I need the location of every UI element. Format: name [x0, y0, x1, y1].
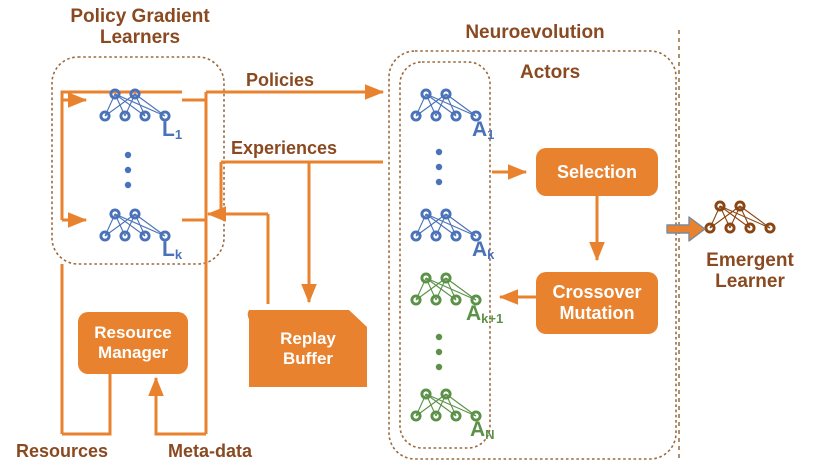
actor-k-plus-1-label: Ak+1 [466, 302, 503, 326]
policies-label: Policies [246, 70, 315, 90]
learner-k-letter: L [162, 238, 175, 261]
resources-label: Resources [16, 441, 109, 461]
learner-k-label: Lk [162, 238, 182, 262]
resources-to-rm [62, 374, 112, 436]
experiences-label: Experiences [231, 138, 338, 158]
ellipsis-actors-blue [435, 148, 443, 186]
selection-box[interactable] [536, 148, 658, 196]
actors-title: Actors [520, 62, 581, 83]
actor-k-plus-1-sub: k+1 [481, 310, 504, 326]
neuroevolution-title: Neuroevolution [465, 22, 605, 43]
resource-manager-label[interactable]: Resource Manager [94, 323, 172, 362]
actor-1-label: A1 [472, 118, 494, 142]
learner-1-label: L1 [162, 118, 182, 142]
network-actor-k [410, 208, 482, 242]
emergent-block-arrow-icon [666, 216, 706, 242]
crossover-box[interactable] [536, 272, 658, 334]
meta-data-line [148, 376, 206, 436]
selection-label[interactable]: Selection [556, 161, 638, 182]
policies-arrow [60, 90, 182, 100]
actors-container [399, 61, 491, 449]
policy-gradient-title: Policy Gradient Learners [70, 6, 210, 49]
network-actor-k-plus-1 [410, 272, 482, 306]
actor-N-label: AN [470, 418, 495, 442]
replay-buffer-box[interactable] [247, 310, 367, 387]
replay-buffer-label[interactable]: Replay Buffer [280, 328, 336, 368]
network-learner-1 [99, 88, 171, 122]
actor-k-plus-1-letter: A [466, 302, 482, 325]
ellipsis-actors-green [435, 333, 443, 371]
actor-k-sub: k [487, 246, 495, 262]
emergent-learner-title: Emergent Learner [706, 250, 794, 293]
learner-1-letter: L [162, 118, 175, 141]
resource-manager-box[interactable] [78, 312, 188, 374]
neuroevolution-container [388, 50, 677, 460]
learner-1-sub: 1 [174, 126, 183, 142]
actor-k-label: Ak [472, 238, 494, 262]
crossover-mutation-label[interactable]: Crossover Mutation [552, 282, 642, 323]
actor-N-sub: N [485, 426, 495, 442]
meta-data-label: Meta-data [168, 441, 253, 461]
actor-1-sub: 1 [487, 126, 495, 142]
actor-1-letter: A [472, 118, 488, 141]
actor-N-letter: A [470, 418, 486, 441]
policy-gradient-container [51, 56, 225, 265]
network-actor-N [410, 388, 482, 422]
network-learner-k [99, 208, 171, 242]
network-actor-1 [410, 88, 482, 122]
learner-k-sub: k [174, 246, 183, 262]
ellipsis-learners [124, 151, 132, 189]
actor-k-letter: A [472, 238, 488, 261]
network-emergent-learner [704, 200, 776, 234]
